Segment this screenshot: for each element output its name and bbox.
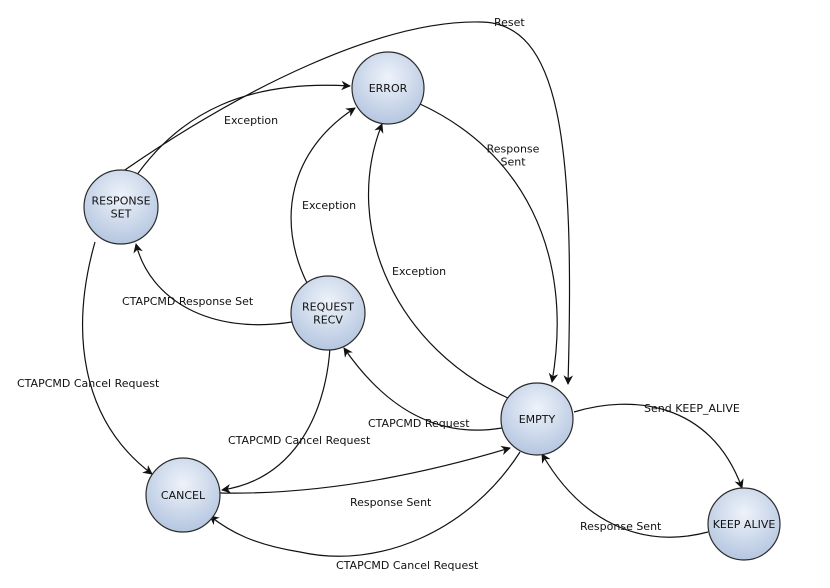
text-line: Response Sent — [350, 496, 432, 509]
edge-ctapcmd-cancel-request-recv — [221, 347, 331, 494]
state-keep-alive-label: KEEP ALIVE — [713, 518, 776, 531]
text-line: Send KEEP_ALIVE — [644, 402, 740, 415]
label-exception-response-set: Exception — [224, 114, 278, 127]
label-exception-request-recv: Exception — [302, 199, 356, 212]
state-keep-alive: KEEP ALIVE — [707, 487, 781, 561]
text-line: Response — [487, 143, 540, 156]
label-ctapcmd-cancel-request-recv: CTAPCMD Cancel Request — [228, 434, 371, 447]
text-line: REQUEST — [302, 301, 354, 314]
text-line: CTAPCMD Cancel Request — [17, 377, 160, 390]
state-cancel-label: CANCEL — [161, 489, 206, 502]
label-reset: Reset — [494, 16, 525, 29]
state-cancel: CANCEL — [145, 457, 221, 533]
label-response-sent-cancel: Response Sent — [350, 496, 432, 509]
label-ctapcmd-request: CTAPCMD Request — [368, 417, 470, 430]
text-line: KEEP ALIVE — [713, 518, 776, 531]
text-line: EMPTY — [519, 413, 556, 426]
label-ctapcmd-cancel-response-set: CTAPCMD Cancel Request — [17, 377, 160, 390]
text-line: Reset — [494, 16, 525, 29]
edge-send-keep-alive — [573, 403, 744, 489]
state-error-label: ERROR — [369, 82, 408, 95]
text-line: RESPONSE — [91, 195, 150, 208]
edge-exception-request-recv — [290, 107, 356, 286]
edge-response-sent-cancel — [219, 445, 511, 494]
edge-ctapcmd-cancel-response-set — [82, 241, 153, 475]
text-line: Response Sent — [580, 520, 662, 533]
text-line: CANCEL — [161, 489, 206, 502]
text-line: Sent — [500, 156, 526, 169]
label-send-keep-alive: Send KEEP_ALIVE — [644, 402, 740, 415]
edge-response-sent-keep-alive — [541, 453, 709, 538]
text-line: SET — [111, 208, 132, 221]
label-ctapcmd-cancel-empty: CTAPCMD Cancel Request — [336, 559, 479, 572]
text-line: Exception — [392, 265, 446, 278]
text-line: CTAPCMD Cancel Request — [336, 559, 479, 572]
state-error: ERROR — [351, 51, 425, 125]
label-response-sent-keep-alive: Response Sent — [580, 520, 662, 533]
label-exception-empty: Exception — [392, 265, 446, 278]
edge-ctapcmd-response-set — [133, 243, 293, 326]
label-ctapcmd-response-set: CTAPCMD Response Set — [122, 295, 254, 308]
text-line: CTAPCMD Request — [368, 417, 470, 430]
text-line: Exception — [302, 199, 356, 212]
edge-ctapcmd-cancel-empty — [209, 451, 521, 557]
text-line: ERROR — [369, 82, 408, 95]
text-line: CTAPCMD Response Set — [122, 295, 254, 308]
state-empty: EMPTY — [500, 382, 574, 456]
edge-exception-response-set — [131, 80, 351, 183]
edge-exception-empty — [368, 123, 509, 399]
text-line: Exception — [224, 114, 278, 127]
text-line: CTAPCMD Cancel Request — [228, 434, 371, 447]
text-line: RECV — [313, 314, 343, 327]
edge-ctapcmd-request — [343, 347, 503, 431]
edge-response-sent-error — [419, 103, 559, 383]
edge-reset — [121, 21, 574, 385]
state-empty-label: EMPTY — [519, 413, 556, 426]
